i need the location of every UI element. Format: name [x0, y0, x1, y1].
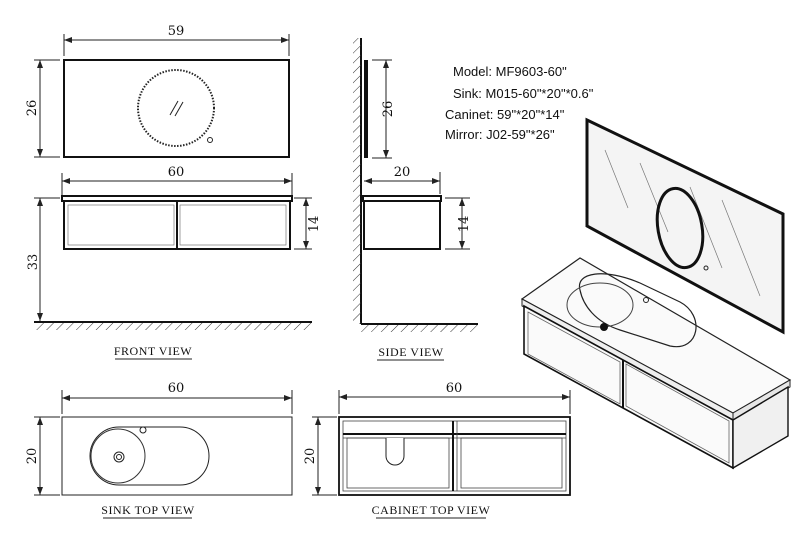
mirror-front-view: 59 26	[25, 24, 290, 158]
front-total-height-label: 33	[26, 254, 41, 271]
drawer-left	[527, 311, 621, 405]
sink-top-view-caption: SINK TOP VIEW	[101, 503, 195, 517]
cabinet-inner-outline	[342, 420, 567, 492]
sink-top-view: 60 20 SINK TOP VIEW	[25, 381, 293, 519]
cabinet-outline	[338, 416, 571, 496]
side-view-caption: SIDE VIEW	[378, 345, 443, 359]
cabinet-top-view-caption: CABINET TOP VIEW	[372, 503, 491, 517]
front-view: 60 14 33 FRONT VIEW	[26, 165, 322, 360]
side-cabinet-height-label: 14	[457, 216, 472, 233]
drain-inner-icon	[116, 454, 122, 460]
spec-sink: Sink: M015-60"*20"*0.6"	[453, 86, 594, 101]
led-ring-perspective	[655, 186, 705, 270]
led-ring-circle	[137, 69, 215, 147]
cabinet-top-view: 60 20 CABINET TOP VIEW	[303, 381, 571, 519]
floor-hatching	[361, 325, 478, 332]
sink-width-label: 60	[168, 381, 185, 396]
side-depth-label: 20	[394, 165, 411, 180]
mirror-perspective	[585, 117, 785, 335]
spec-cabinet: Caninet: 59"*20"*14"	[445, 107, 565, 122]
countertop-side-edge	[732, 379, 791, 421]
countertop-outline	[61, 416, 293, 496]
mirror-height-label: 26	[25, 100, 40, 117]
touch-switch-icon	[207, 137, 213, 143]
spec-mirror: Mirror: J02-59"*26"	[445, 127, 555, 142]
wall-hatching	[353, 38, 361, 324]
floor-hatching	[34, 323, 312, 330]
basin-outline	[89, 426, 210, 486]
drawer-right-box	[460, 437, 563, 489]
faucet-hole-icon	[139, 426, 147, 434]
cabinet-side-perspective	[732, 385, 789, 470]
sink-basin-outline	[578, 273, 697, 348]
drawer-right	[179, 204, 287, 246]
faucet-hole-icon	[643, 297, 649, 303]
touch-switch-icon	[703, 265, 709, 271]
drawer-right	[625, 363, 730, 464]
front-cabinet-height-label: 14	[307, 216, 322, 233]
front-view-caption: FRONT VIEW	[114, 344, 192, 358]
specification-list: Model: MF9603-60" Sink: M015-60"*20"*0.6…	[445, 64, 594, 142]
cabinet-depth-label: 20	[303, 448, 318, 465]
plumbing-cutout	[385, 438, 405, 466]
drawer-left	[67, 204, 175, 246]
reflection-mark	[174, 101, 184, 117]
reflection-streak	[721, 199, 761, 297]
side-view: 26 20 14 SIDE VIEW	[353, 38, 478, 361]
cabinet-width-label: 60	[446, 381, 463, 396]
front-width-label: 60	[168, 165, 185, 180]
mirror-side-profile	[364, 60, 368, 158]
mirror-frame	[63, 59, 290, 158]
reflection-streak	[639, 162, 669, 233]
cabinet-side	[363, 200, 441, 250]
mirror-width-label: 59	[168, 24, 185, 39]
reflection-streak	[604, 149, 629, 209]
sink-depth-label: 20	[25, 448, 40, 465]
perspective-render	[520, 117, 792, 470]
bowl-circle	[90, 428, 146, 484]
spec-model: Model: MF9603-60"	[453, 64, 567, 79]
drain-icon	[113, 451, 125, 463]
reflection-streak	[689, 186, 723, 269]
drain-icon	[600, 323, 608, 331]
side-mirror-height-label: 26	[381, 101, 396, 118]
reflection-mark	[169, 100, 179, 116]
